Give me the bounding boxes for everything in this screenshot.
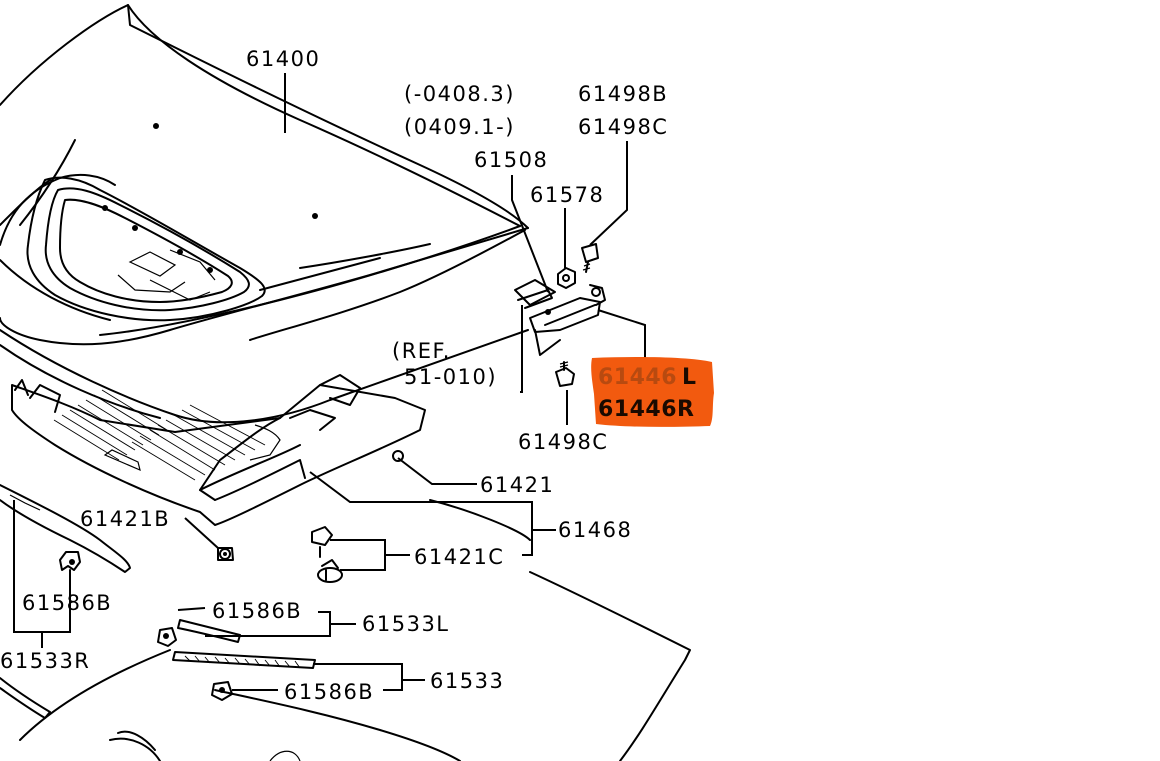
clip-61421B bbox=[217, 547, 234, 561]
label-61578: 61578 bbox=[530, 183, 604, 207]
label-61498C-bottom: 61498C bbox=[518, 430, 608, 454]
label-61533: 61533 bbox=[430, 669, 504, 693]
bolt-61498B bbox=[581, 243, 599, 273]
hood-insulator bbox=[11, 374, 426, 560]
label-61508: 61508 bbox=[474, 148, 548, 172]
fasteners-61421C bbox=[311, 526, 343, 583]
label-61586B-mid: 61586B bbox=[212, 599, 302, 623]
weatherstrip-61533L bbox=[157, 619, 241, 647]
label-61446-number: 61446 bbox=[598, 365, 677, 390]
label-61533R: 61533R bbox=[0, 649, 90, 673]
highlight-marker bbox=[591, 357, 714, 427]
label-61446-suffix-L: L bbox=[682, 365, 697, 390]
label-61586B-left: 61586B bbox=[22, 591, 112, 615]
bolt-61498C bbox=[555, 361, 575, 387]
label-61446R: 61446R bbox=[598, 397, 694, 422]
insulator-vents bbox=[53, 389, 281, 481]
leader-lines bbox=[13, 73, 646, 691]
fender-outline bbox=[19, 499, 691, 761]
label-61421B: 61421B bbox=[80, 507, 170, 531]
label-61533L: 61533L bbox=[362, 612, 450, 636]
nut-61578 bbox=[557, 267, 576, 289]
label-61586B-low: 61586B bbox=[284, 680, 374, 704]
part-labels: 61400 (-0408.3) 61498B (0409.1-) 61498C … bbox=[0, 47, 697, 704]
label-61498B: 61498B bbox=[578, 82, 668, 106]
label-61400: 61400 bbox=[246, 47, 320, 71]
label-61468: 61468 bbox=[558, 518, 632, 542]
label-ref-line1: (REF. bbox=[392, 339, 451, 363]
label-61421C: 61421C bbox=[414, 545, 504, 569]
label-date-range-2: (0409.1-) bbox=[404, 115, 515, 139]
label-ref-line2: 51-010) bbox=[404, 365, 497, 389]
label-61498C-top: 61498C bbox=[578, 115, 668, 139]
hinge-61446 bbox=[514, 279, 606, 356]
hood-panel bbox=[0, 4, 529, 424]
label-date-range-1: (-0408.3) bbox=[404, 82, 515, 106]
label-61421: 61421 bbox=[480, 473, 554, 497]
